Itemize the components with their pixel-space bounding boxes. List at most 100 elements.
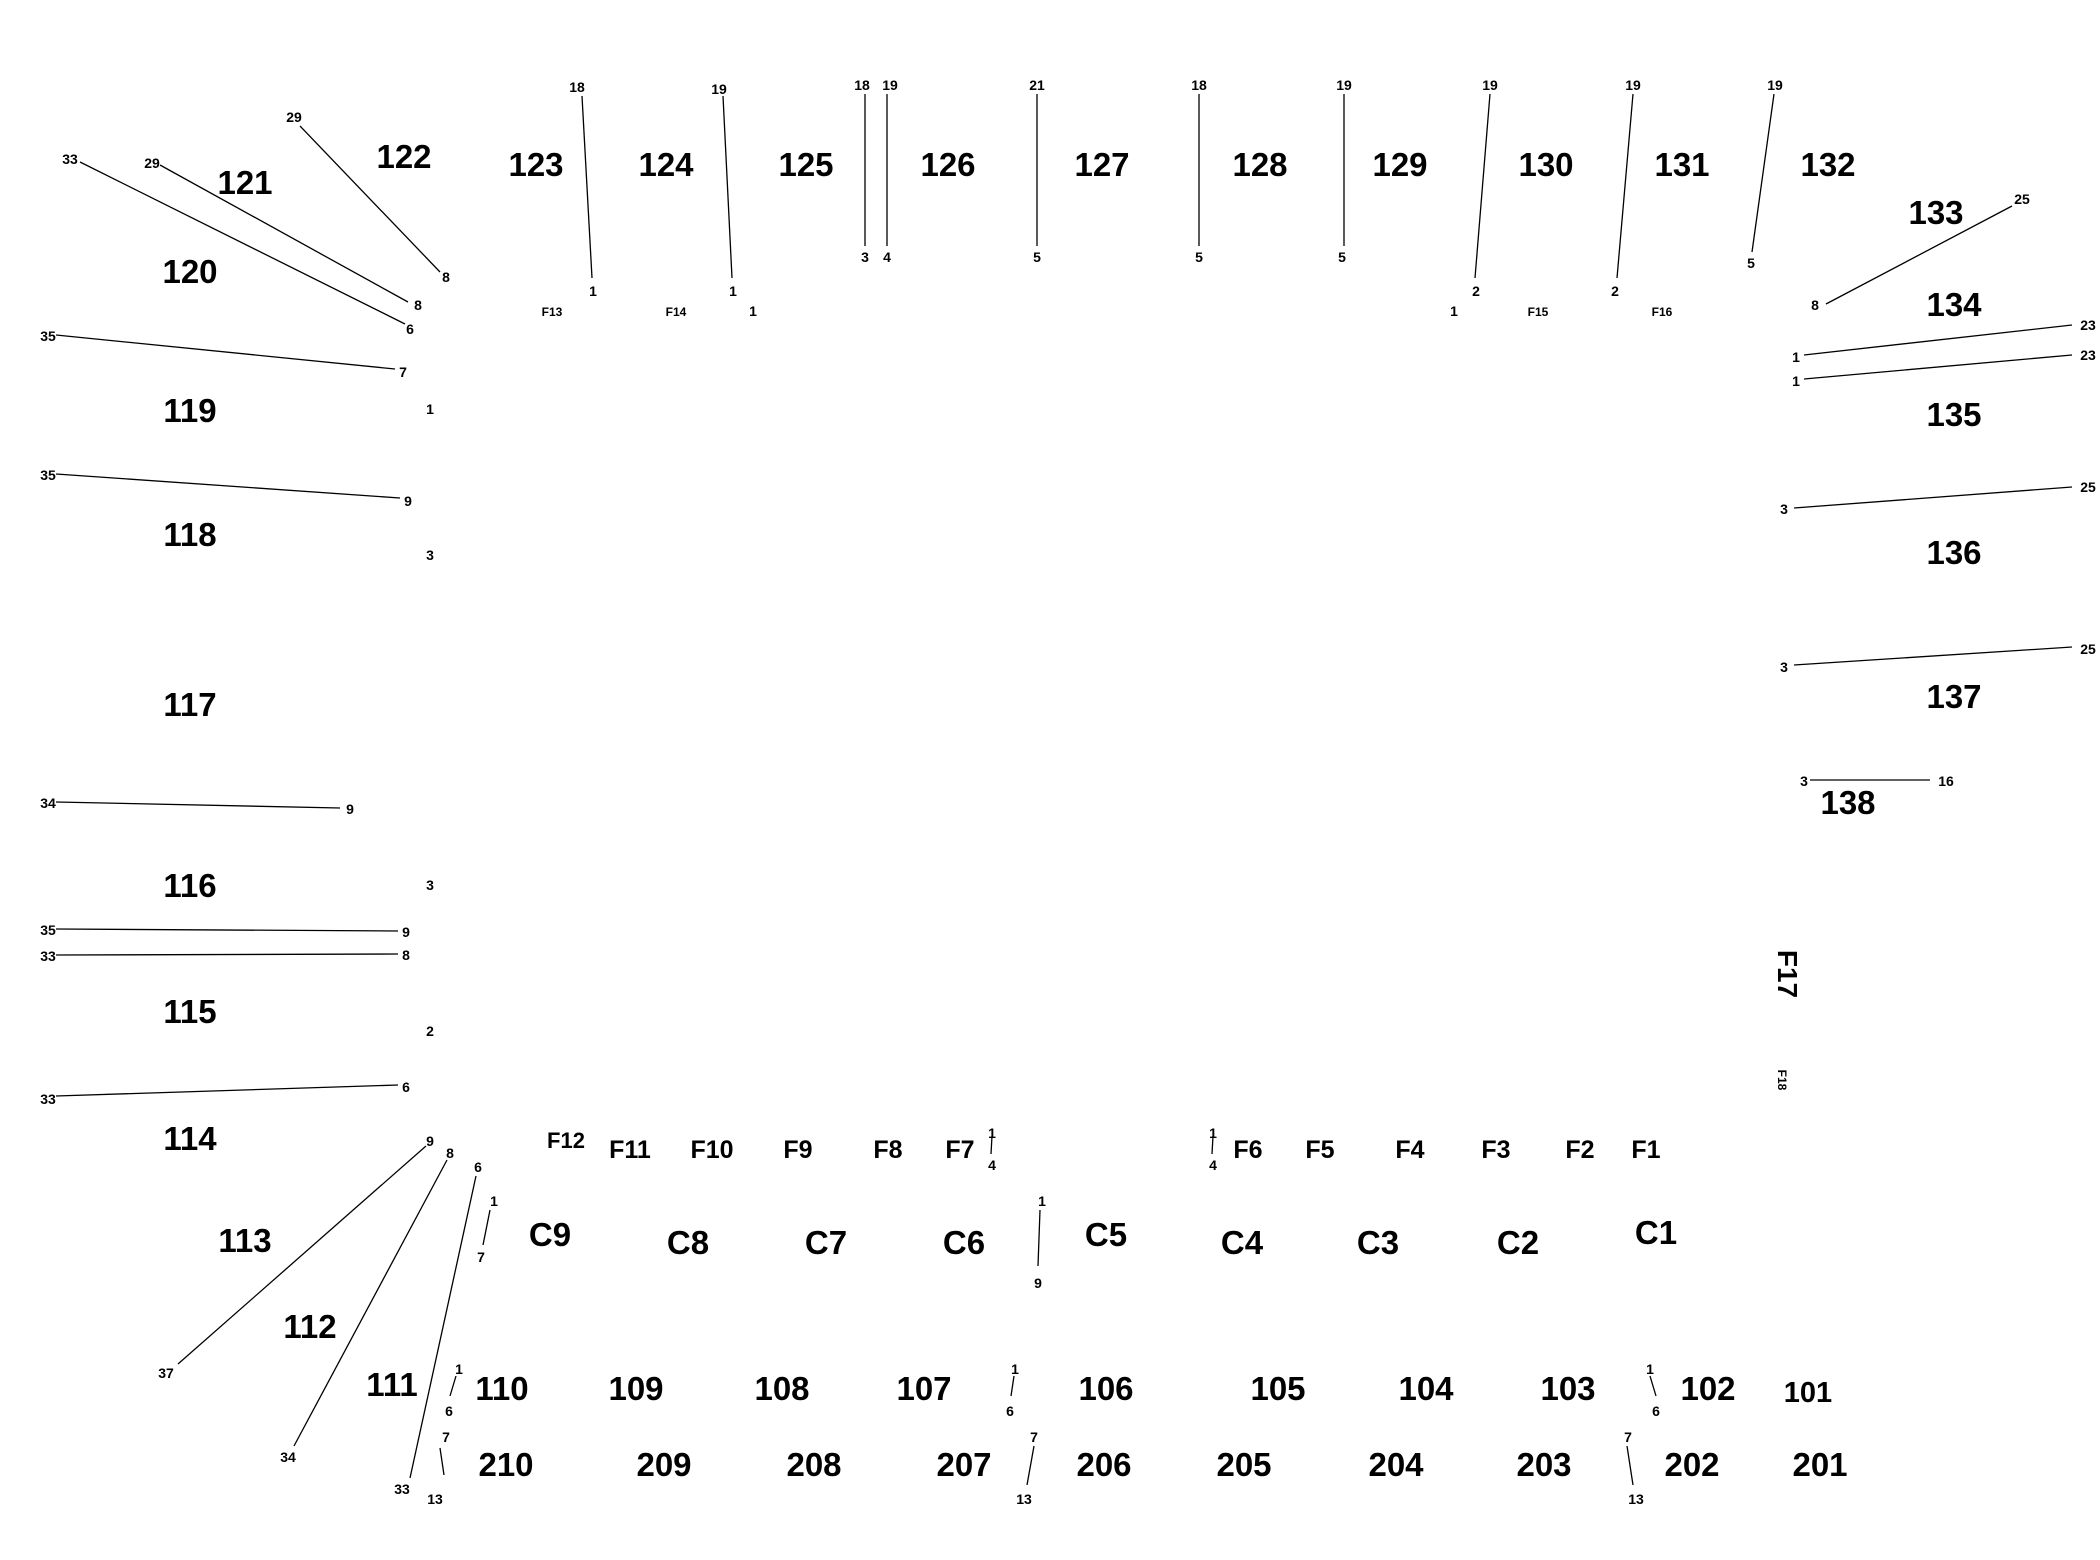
- row-label: 9: [402, 924, 410, 940]
- section-105[interactable]: 105: [1250, 1370, 1305, 1407]
- section-121[interactable]: 121: [217, 164, 272, 201]
- section-101[interactable]: 101: [1784, 1377, 1832, 1409]
- section-f6[interactable]: F6: [1233, 1136, 1262, 1164]
- section-f10[interactable]: F10: [690, 1136, 733, 1164]
- section-208[interactable]: 208: [786, 1446, 841, 1483]
- row-label: 6: [445, 1403, 453, 1419]
- section-130[interactable]: 130: [1518, 146, 1573, 183]
- section-c9[interactable]: C9: [529, 1216, 571, 1253]
- section-133[interactable]: 133: [1908, 194, 1963, 231]
- section-c2[interactable]: C2: [1497, 1224, 1539, 1261]
- section-f12[interactable]: F12: [547, 1128, 585, 1153]
- row-line-122: [299, 125, 441, 273]
- section-210[interactable]: 210: [478, 1446, 533, 1483]
- section-128[interactable]: 128: [1232, 146, 1287, 183]
- section-f1[interactable]: F1: [1631, 1136, 1660, 1164]
- section-201[interactable]: 201: [1792, 1446, 1847, 1483]
- section-109[interactable]: 109: [608, 1370, 663, 1407]
- section-111[interactable]: 111: [366, 1366, 417, 1403]
- section-113[interactable]: 113: [218, 1222, 271, 1259]
- section-104[interactable]: 104: [1398, 1370, 1454, 1407]
- section-116[interactable]: 116: [163, 867, 216, 904]
- section-110[interactable]: 110: [475, 1370, 528, 1407]
- row-label: 9: [404, 493, 412, 509]
- row-line-119: [55, 334, 396, 370]
- row-label: 3: [861, 249, 869, 265]
- section-c3[interactable]: C3: [1357, 1224, 1399, 1261]
- row-label: 33: [62, 151, 78, 167]
- section-125[interactable]: 125: [778, 146, 833, 183]
- section-c1[interactable]: C1: [1635, 1214, 1677, 1251]
- section-f5[interactable]: F5: [1305, 1136, 1334, 1164]
- row-label: 1: [1792, 349, 1800, 365]
- section-137[interactable]: 137: [1926, 678, 1981, 715]
- section-c6[interactable]: C6: [943, 1224, 985, 1261]
- section-106[interactable]: 106: [1078, 1370, 1133, 1407]
- section-126[interactable]: 126: [920, 146, 975, 183]
- section-117[interactable]: 117: [163, 686, 216, 723]
- section-f9[interactable]: F9: [783, 1136, 812, 1164]
- section-135[interactable]: 135: [1926, 396, 1981, 433]
- section-131[interactable]: 131: [1654, 146, 1709, 183]
- section-127[interactable]: 127: [1074, 146, 1129, 183]
- section-120[interactable]: 120: [162, 253, 217, 290]
- row-label: 19: [1625, 77, 1641, 93]
- row-label: 13: [1628, 1491, 1644, 1507]
- row-label: 1: [749, 303, 757, 319]
- section-203[interactable]: 203: [1516, 1446, 1571, 1483]
- section-102[interactable]: 102: [1680, 1370, 1735, 1407]
- row-label: 9: [1034, 1275, 1042, 1291]
- section-f15[interactable]: F15: [1528, 305, 1549, 319]
- section-119[interactable]: 119: [163, 392, 216, 429]
- section-123[interactable]: 123: [508, 146, 563, 183]
- section-c4[interactable]: C4: [1221, 1224, 1264, 1261]
- section-202[interactable]: 202: [1664, 1446, 1719, 1483]
- section-129[interactable]: 129: [1372, 146, 1427, 183]
- section-132[interactable]: 132: [1800, 146, 1855, 183]
- section-f17[interactable]: F17: [1772, 950, 1803, 998]
- section-115[interactable]: 115: [163, 993, 216, 1030]
- section-209[interactable]: 209: [636, 1446, 691, 1483]
- section-204[interactable]: 204: [1368, 1446, 1424, 1483]
- section-f4[interactable]: F4: [1395, 1136, 1424, 1164]
- section-f11[interactable]: F11: [609, 1136, 651, 1164]
- section-f13[interactable]: F13: [542, 305, 563, 319]
- section-108[interactable]: 108: [754, 1370, 809, 1407]
- section-f16[interactable]: F16: [1652, 305, 1673, 319]
- section-c5[interactable]: C5: [1085, 1216, 1127, 1253]
- row-label: 23: [2080, 347, 2096, 363]
- section-c8[interactable]: C8: [667, 1224, 709, 1261]
- section-f3[interactable]: F3: [1481, 1136, 1510, 1164]
- row-label: 19: [1336, 77, 1352, 93]
- row-label: 16: [1938, 773, 1954, 789]
- section-112[interactable]: 112: [283, 1308, 336, 1345]
- section-206[interactable]: 206: [1076, 1446, 1131, 1483]
- row-label: 4: [988, 1157, 996, 1173]
- section-103[interactable]: 103: [1540, 1370, 1595, 1407]
- section-205[interactable]: 205: [1216, 1446, 1271, 1483]
- section-f8[interactable]: F8: [873, 1136, 902, 1164]
- section-124[interactable]: 124: [638, 146, 694, 183]
- row-line-121: [159, 164, 409, 303]
- section-134[interactable]: 134: [1926, 286, 1982, 323]
- section-118[interactable]: 118: [163, 516, 216, 553]
- section-114[interactable]: 114: [163, 1120, 217, 1157]
- section-107[interactable]: 107: [896, 1370, 951, 1407]
- section-207[interactable]: 207: [936, 1446, 991, 1483]
- sections-floor: F1 F2 F3 F4 F5 F6 F7 F8 F9 F10 F11 F12 F…: [542, 305, 1803, 1164]
- row-label: 1: [490, 1193, 498, 1209]
- section-136[interactable]: 136: [1926, 534, 1981, 571]
- row-label: 7: [1624, 1429, 1632, 1445]
- section-c7[interactable]: C7: [805, 1224, 847, 1261]
- section-f14[interactable]: F14: [666, 305, 687, 319]
- section-f2[interactable]: F2: [1565, 1136, 1594, 1164]
- section-122[interactable]: 122: [376, 138, 431, 175]
- row-label: 21: [1029, 77, 1045, 93]
- row-label: 9: [426, 1133, 434, 1149]
- row-label: 34: [40, 795, 56, 811]
- row-line-113: [177, 1145, 427, 1365]
- section-f18[interactable]: F18: [1775, 1070, 1789, 1091]
- section-f7[interactable]: F7: [945, 1136, 974, 1164]
- section-138[interactable]: 138: [1820, 784, 1875, 821]
- row-line-123: [581, 95, 593, 279]
